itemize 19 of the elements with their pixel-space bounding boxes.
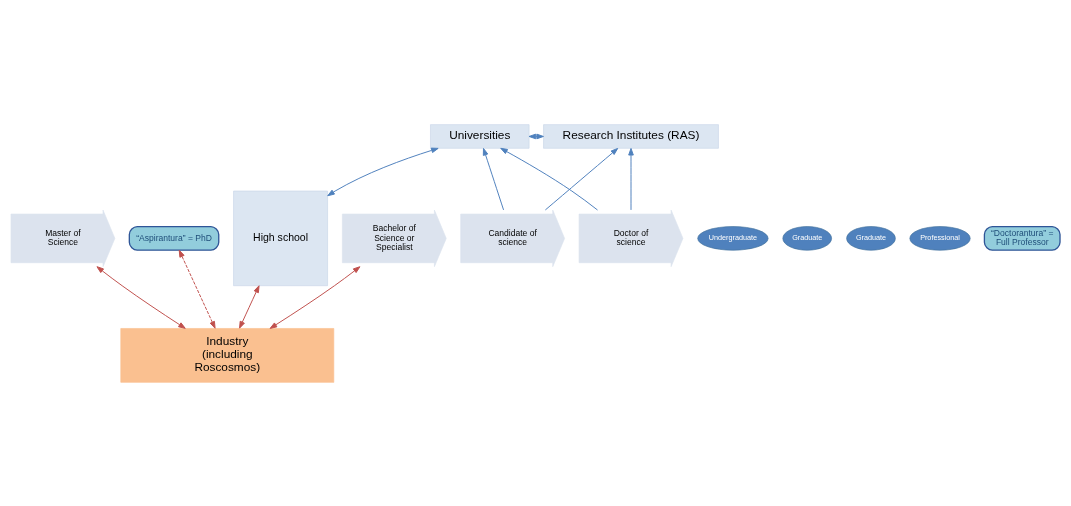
node-box: “Aspirantura” = PhD bbox=[128, 225, 220, 251]
arrow bbox=[239, 284, 260, 329]
arrow bbox=[628, 147, 634, 210]
node-box: High school bbox=[233, 190, 328, 286]
node-box: “Doctorantura” = Full Professor bbox=[983, 225, 1061, 251]
node-ellipse: Undergraduate bbox=[697, 225, 769, 251]
node-ellipse: Graduate bbox=[846, 225, 896, 251]
arrow bbox=[269, 265, 361, 329]
arrow bbox=[96, 265, 186, 329]
node-box: Universities bbox=[430, 123, 530, 149]
node-ellipse: Professional bbox=[909, 225, 971, 251]
node-box: Industry (including Roscosmos) bbox=[120, 327, 335, 383]
arrow bbox=[544, 147, 619, 210]
arrow bbox=[178, 249, 216, 329]
arrow bbox=[327, 147, 439, 196]
arrow bbox=[500, 147, 598, 210]
arrow bbox=[482, 147, 505, 210]
node-box: Research Institutes (RAS) bbox=[543, 123, 719, 149]
node-ellipse: Graduate bbox=[782, 225, 832, 251]
